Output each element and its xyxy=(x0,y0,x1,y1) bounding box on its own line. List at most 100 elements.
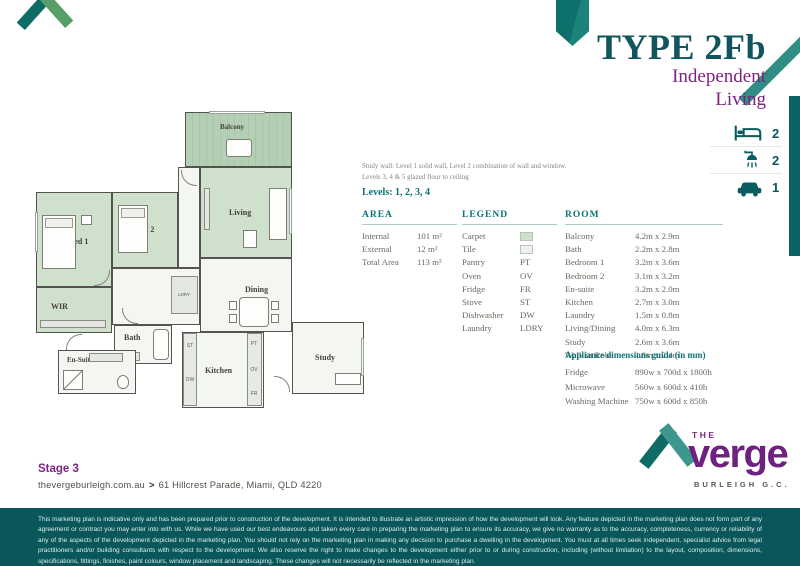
subtitle-line-2: Living xyxy=(715,88,766,110)
kitchen-counter-left xyxy=(183,333,197,406)
outdoor-table xyxy=(226,139,252,157)
row-value: LDRY xyxy=(520,323,544,334)
street-address: 61 Hillcrest Parade, Miami, QLD 4220 xyxy=(158,480,322,490)
row-label: Bath xyxy=(565,244,582,255)
row-label: External xyxy=(362,244,392,255)
row-value: 3.2m x 2.0m xyxy=(635,283,680,294)
oven-marker: OV xyxy=(250,367,258,373)
room-label: Bed 1 xyxy=(69,237,89,246)
row-value: DW xyxy=(520,310,535,321)
row-value: 12 m² xyxy=(417,244,438,255)
stage-label: Stage 3 xyxy=(38,463,79,475)
floorplan: Balcony Living Bed 1 Bed 2 xyxy=(28,104,373,424)
room-ensuite: En-Suite xyxy=(58,350,136,394)
row-label: Fridge xyxy=(462,283,485,294)
row-label: Balcony xyxy=(565,231,595,241)
room-label: Balcony xyxy=(220,123,245,131)
disclaimer-footer: This marketing plan is indicative only a… xyxy=(0,508,800,566)
row-value: 3.1m x 3.2m xyxy=(635,270,680,281)
row-label: Kitchen xyxy=(565,297,593,308)
window xyxy=(209,111,265,114)
page-subtitle: Independent Living xyxy=(672,66,766,112)
room-bed2: Bed 2 xyxy=(112,192,178,268)
entry-corridor xyxy=(178,167,200,268)
table-row: Kitchen 2.7m x 3.0m xyxy=(565,296,723,309)
levels-label: Levels: 1, 2, 3, 4 xyxy=(362,187,431,198)
table-row: Dishwasher DW xyxy=(462,309,557,322)
corner-ribbon-bar xyxy=(789,96,800,256)
coffee-table xyxy=(243,230,257,248)
stat-count-car: 1 xyxy=(772,179,780,195)
row-value: 1.8m x 2.4m xyxy=(635,349,680,360)
dining-table xyxy=(239,297,269,327)
room-living: Living xyxy=(200,167,292,258)
door-arc xyxy=(66,334,82,350)
row-value: ST xyxy=(520,297,531,308)
legend-heading: LEGEND xyxy=(462,210,557,225)
desk xyxy=(335,373,361,385)
room-balcony: Balcony xyxy=(185,112,292,167)
pantry-marker: PT xyxy=(250,341,258,347)
row-value: 3.2m x 3.6m xyxy=(635,257,680,268)
row-label: Study xyxy=(565,336,586,347)
window xyxy=(35,212,38,252)
verge-logo: THE verge BURLEIGH G.C. xyxy=(639,423,791,498)
room-heading: ROOM xyxy=(565,210,723,225)
shower-icon xyxy=(744,150,758,168)
dining-chair xyxy=(271,314,279,323)
sofa xyxy=(269,188,287,240)
laundry-label: LDRY xyxy=(178,292,190,297)
row-value: 2.7m x 3.0m xyxy=(635,297,680,308)
row-label: Fridge xyxy=(565,367,588,377)
toilet xyxy=(117,375,129,389)
row-label: Total Area xyxy=(362,257,399,268)
room-label: WIR xyxy=(51,302,68,311)
website-link[interactable]: thevergeburleigh.com.au xyxy=(38,480,145,490)
stat-count-bed: 2 xyxy=(772,125,780,141)
stat-bathrooms: 2 xyxy=(710,146,782,173)
room-label: Kitchen xyxy=(205,366,233,375)
appliance-column: Appliance dimensions guide (in mm) Fridg… xyxy=(565,350,755,409)
room-wir: WIR xyxy=(36,287,112,333)
table-row: Carpet xyxy=(462,230,557,243)
row-value: 4.2m x 2.9m xyxy=(635,231,680,241)
row-label: Tile xyxy=(462,244,476,255)
room-kitchen: Kitchen ST DW PT OV FR xyxy=(182,332,264,408)
row-label: Microwave xyxy=(565,381,606,392)
room-label: En-Suite xyxy=(67,356,94,364)
row-label: Laundry xyxy=(565,310,595,321)
room-study: Study xyxy=(292,322,364,394)
address-line: thevergeburleigh.com.au>61 Hillcrest Par… xyxy=(38,480,322,490)
dining-chair xyxy=(229,314,237,323)
room-label: Dining xyxy=(245,285,269,294)
row-label: Living/Dining xyxy=(565,323,616,334)
room-label: Living xyxy=(229,208,252,217)
vanity xyxy=(89,353,123,362)
bookmark-ribbon xyxy=(556,0,589,46)
stat-cars: 1 xyxy=(710,173,782,200)
address-separator: > xyxy=(148,480,155,490)
dining-chair xyxy=(271,301,279,310)
wardrobe xyxy=(40,320,106,328)
bed-furniture xyxy=(42,215,76,269)
stat-count-bath: 2 xyxy=(772,152,780,168)
row-label: Dishwasher xyxy=(462,310,504,321)
shower xyxy=(63,370,83,390)
logo-the: THE xyxy=(692,430,717,440)
row-label: Carpet xyxy=(462,231,486,241)
logo-location: BURLEIGH G.C. xyxy=(694,480,790,489)
unit-stats: 2 2 1 xyxy=(710,120,782,200)
logo-wordmark: verge xyxy=(688,432,789,476)
